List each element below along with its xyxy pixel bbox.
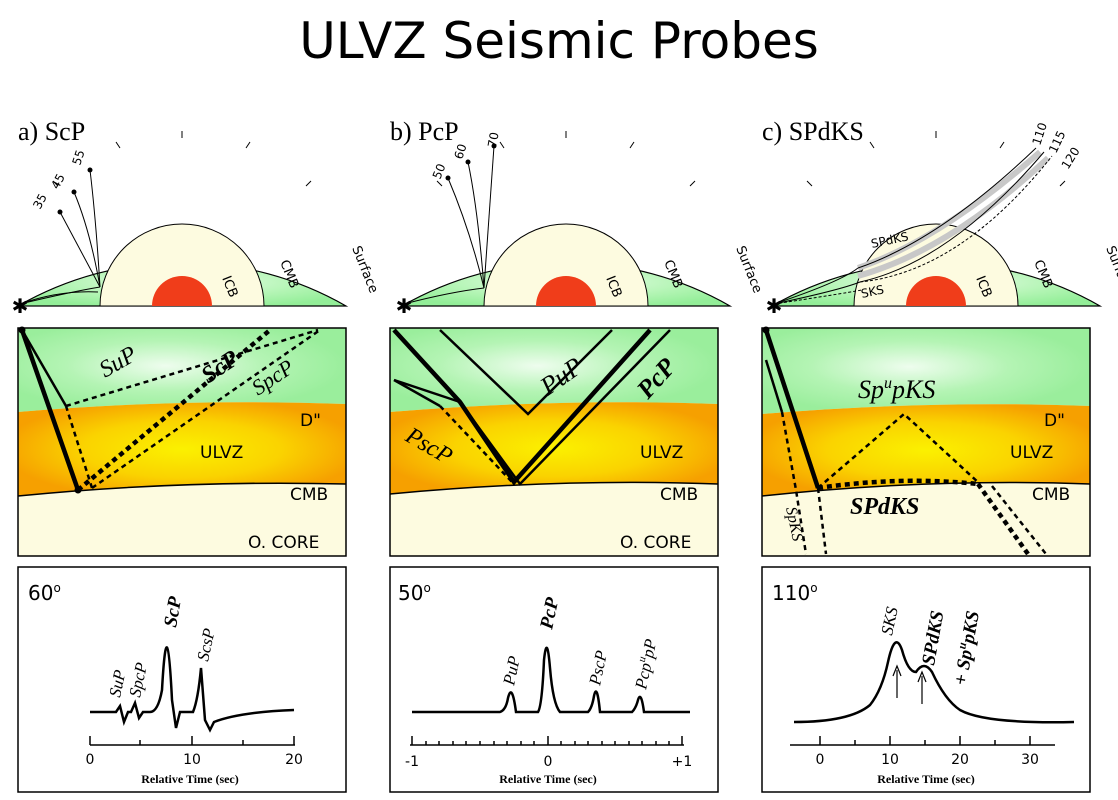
distance-label: 120 [1059,145,1083,172]
surface-ticks [52,131,312,187]
time-axis [89,736,295,746]
ulvz-label: ULVZ [1010,443,1053,463]
core-label: O. CORE [620,533,691,553]
cross-section-c: SpupKS SPdKS SpKS D" ULVZ CMB [761,326,1091,557]
waveform-trace [793,641,1075,724]
cmb-label: CMB [290,485,328,505]
distance-label: 35 [30,191,50,211]
ray-label: SPdKS [850,494,919,520]
distance-label: 60o [28,581,61,605]
distance-label: 50 [430,162,449,181]
axis-tick-label: 10 [183,752,201,768]
axis-tick-label: -1 [405,754,419,770]
panel-c: c) SPdKS 110 115 12 [761,117,1118,793]
surface-label: Surface [732,244,764,296]
panel-b: b) PcP 50 60 70 Surface CMB [389,117,765,793]
dpp-label: D" [1044,411,1065,431]
ulvz-region [18,402,346,496]
x-axis-label: Relative Time (sec) [499,772,597,786]
source-star-icon: ✱ [766,294,783,318]
axis-tick-label: 20 [285,752,303,768]
seismogram-c: 110o SKS SPdKS + SpupKS 0 10 20 30 Relat… [761,566,1091,793]
surface-label: Surface [1102,244,1118,296]
source-star-icon: ✱ [396,294,413,318]
time-axis [410,736,684,746]
panel-a-label: a) ScP [18,117,85,146]
axis-tick-label: 0 [544,754,553,770]
distance-label: 55 [70,148,88,167]
ulvz-label: ULVZ [200,443,243,463]
distance-label: 110 [1030,121,1050,147]
distance-label: 45 [48,171,68,191]
cmb-label: CMB [660,485,698,505]
ulvz-region [762,404,1090,496]
distance-label: 110o [772,581,818,605]
axis-tick-label: 0 [816,752,825,768]
globe-rays [19,169,101,305]
outer-core-region [99,223,265,307]
globe-b: 50 60 70 Surface CMB ICB ✱ [396,131,765,318]
time-axis [790,736,1055,746]
distance-label: 115 [1046,129,1068,156]
core-label: O. CORE [248,533,319,553]
inner-core-region [536,276,596,306]
outer-core-region [483,223,649,307]
axis-tick-label: +1 [672,754,693,770]
globe-a: 35 45 55 Surface CMB ICB ✱ [12,131,381,318]
axis-tick-label: 30 [1021,752,1039,768]
globe-rays [403,145,495,305]
source-star-icon: ✱ [12,294,29,318]
page-title: ULVZ Seismic Probes [299,12,819,70]
waveform-trace [412,646,690,714]
ulvz-label: ULVZ [640,443,683,463]
dpp-region [762,328,1090,414]
cmb-boundary [17,482,347,497]
cross-section-b: PuP PcP PscP ULVZ CMB O. CORE [389,327,719,557]
distance-label: 60 [452,142,470,161]
axis-tick-label: 10 [881,752,899,768]
waveform-trace [90,646,295,733]
cmb-boundary [761,481,1091,497]
cross-section-rays [19,328,321,492]
seismogram-b: 50o PuP PcP PscP PcpupP -1 0 +1 Relative… [389,566,719,793]
ray-label: SpKS [782,505,806,542]
globe-rays [773,147,1053,305]
arrow-icon [892,664,927,704]
distance-label: 50o [398,581,431,605]
ray-label: SKS [860,282,886,300]
distance-label: 70 [485,131,501,148]
surface-label: Surface [348,244,380,296]
inner-core-region [906,276,966,306]
x-axis-label: Relative Time (sec) [141,772,239,786]
cmb-label: CMB [1032,485,1070,505]
cmb-boundary [389,481,719,495]
inner-core-region [152,276,212,306]
globe-c: 110 115 120 SPdKS SKS Surface CMB ICB ✱ [766,121,1118,318]
ray-label: SpupKS [858,375,935,404]
cross-section-rays [392,328,671,486]
panel-c-label: c) SPdKS [762,117,864,146]
axis-tick-label: 0 [86,752,95,768]
cross-section-rays [763,329,1047,556]
axis-tick-label: 20 [951,752,969,768]
panel-a: a) ScP 35 45 55 [12,117,381,793]
x-axis-label: Relative Time (sec) [877,772,975,786]
dpp-label: D" [300,411,321,431]
cross-section-a: SuP ScP SpcP D" ULVZ CMB O. CORE [17,326,347,557]
panel-b-label: b) PcP [390,117,459,146]
seismogram-a: 60o SuP SpcP ScP ScsP 0 10 20 Relative T… [17,566,347,793]
